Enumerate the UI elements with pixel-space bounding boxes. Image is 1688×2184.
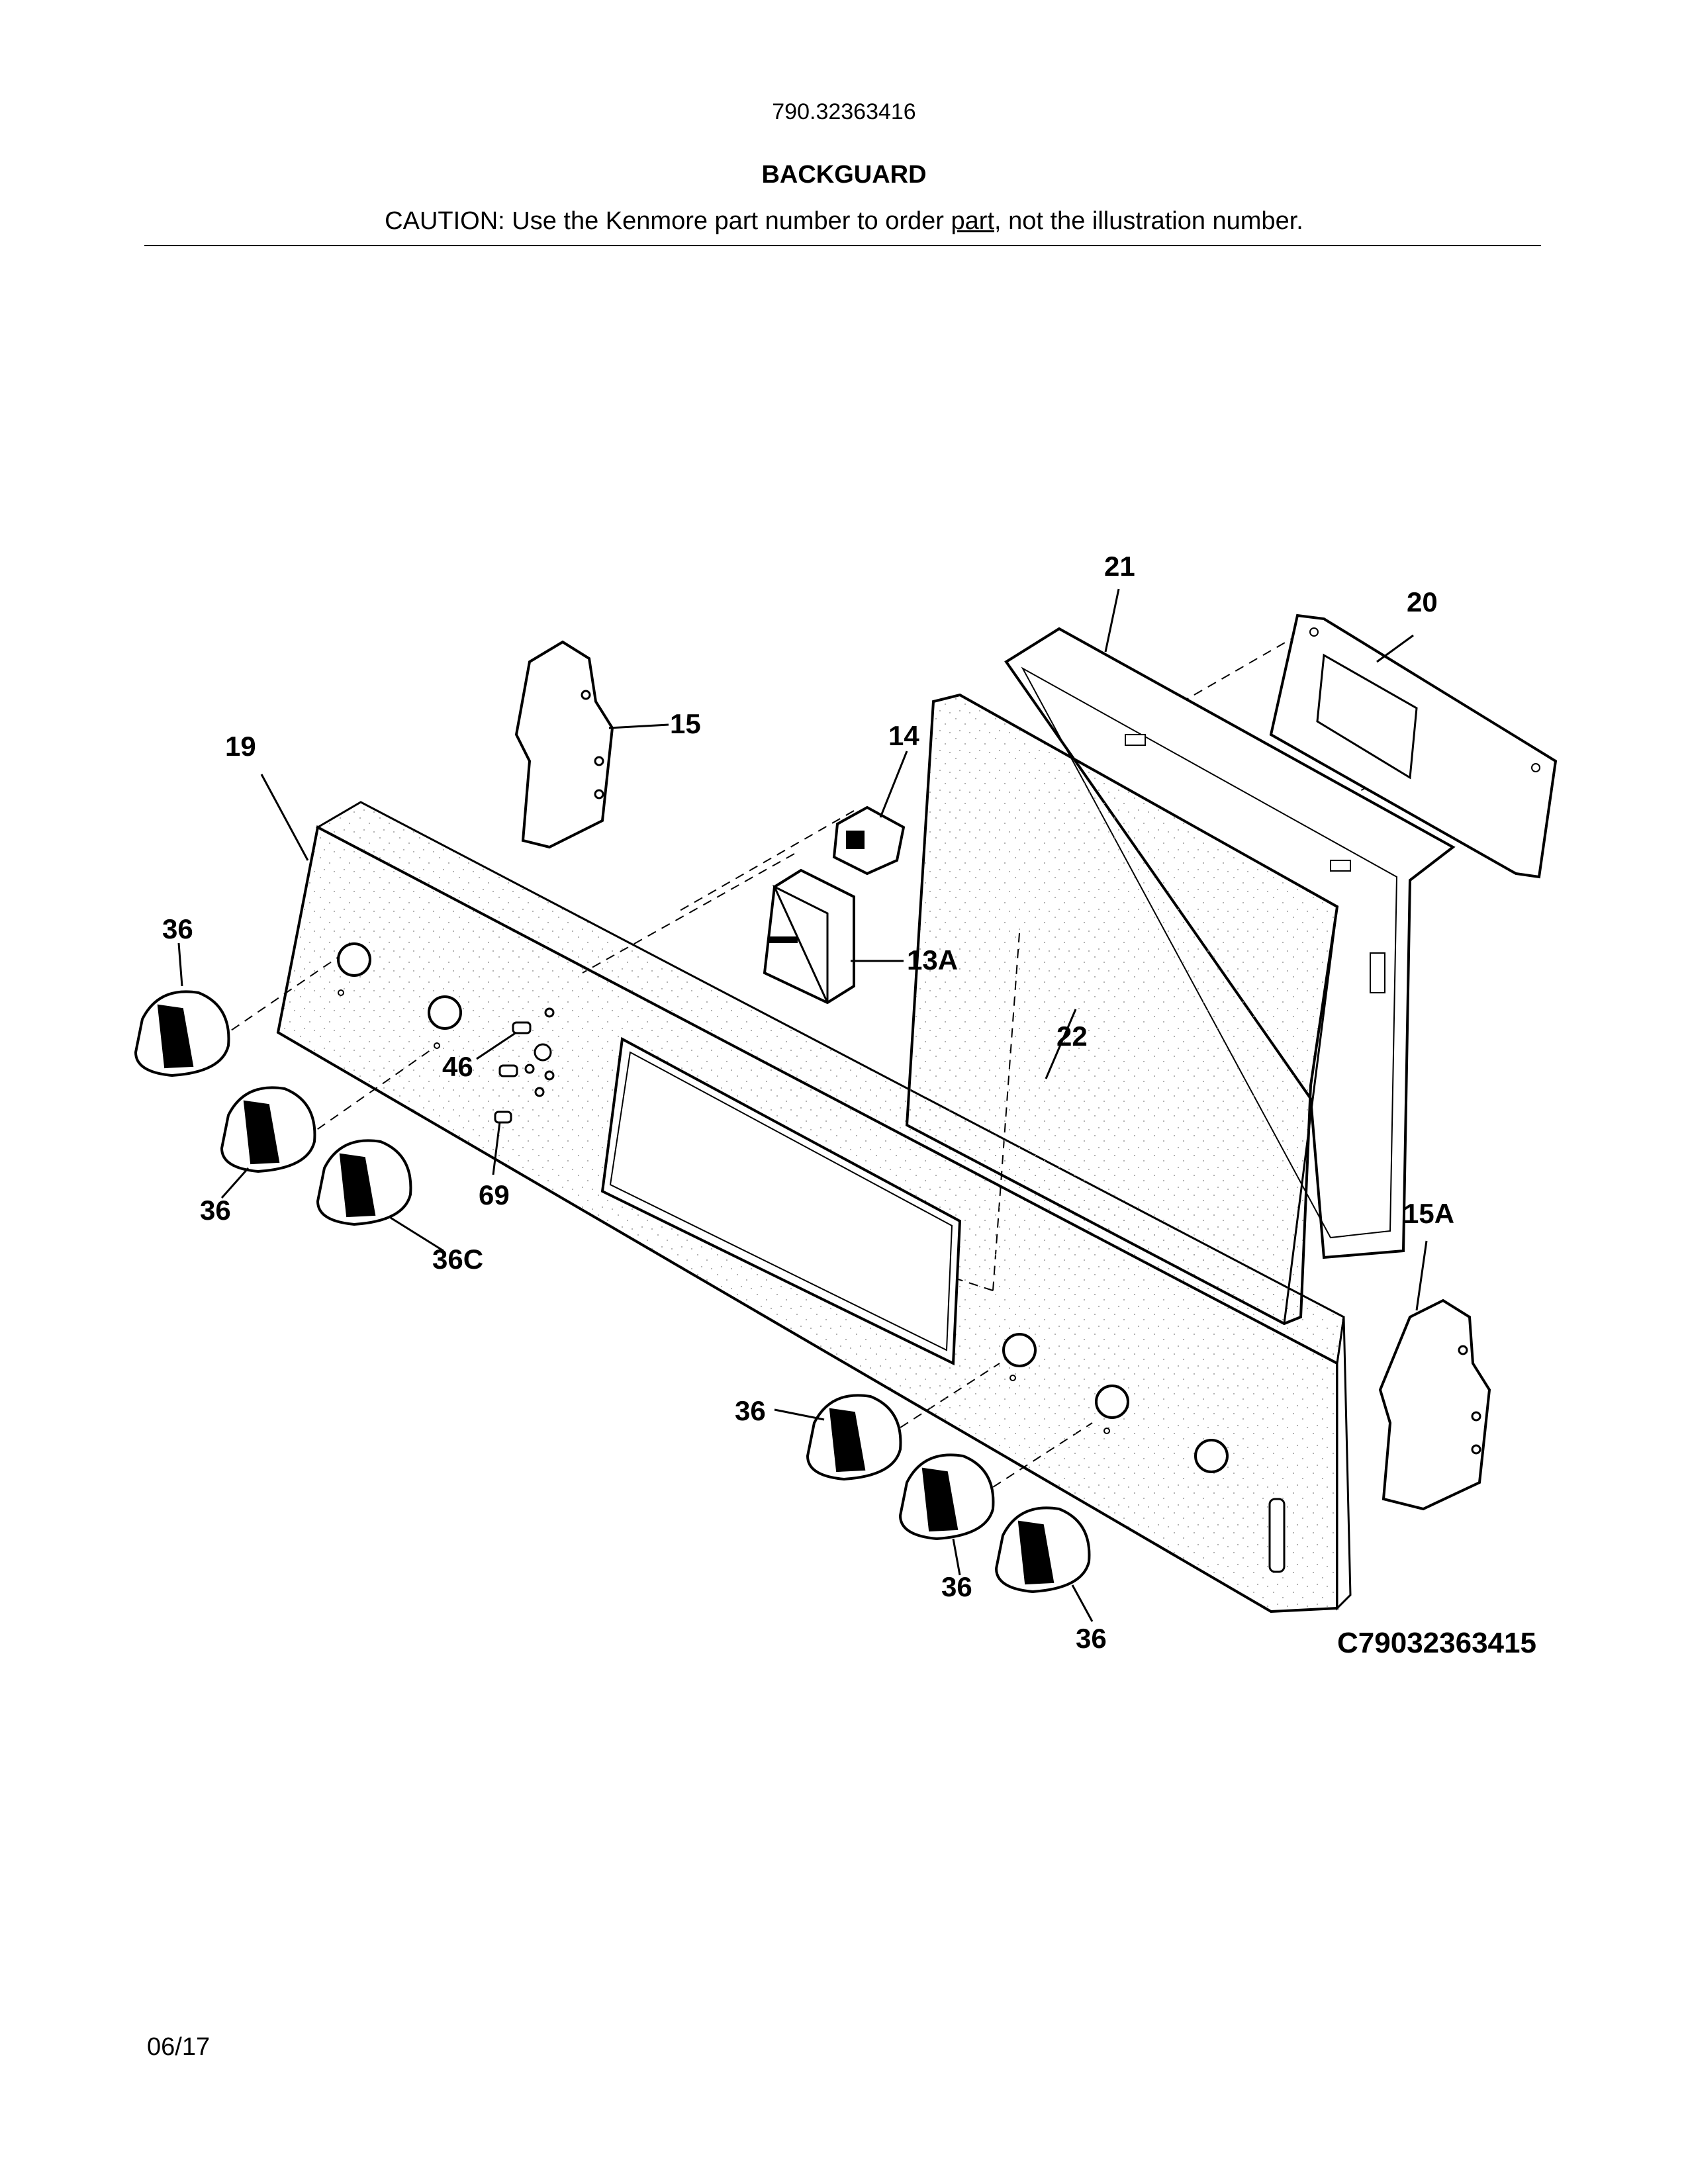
electronic-control-board — [1269, 614, 1558, 879]
knob-4 — [806, 1394, 902, 1481]
header-rule — [144, 245, 1541, 246]
switch-part — [832, 805, 906, 876]
knob-6 — [994, 1506, 1091, 1594]
control-overlay — [905, 693, 1339, 1326]
caution-note: CAUTION: Use the Kenmore part number to … — [0, 207, 1688, 236]
knob-3 — [316, 1139, 412, 1226]
caution-prefix: CAUTION: Use the Kenmore part number to … — [385, 207, 951, 235]
callout-13a: 13A — [907, 944, 958, 976]
infinite-switch — [763, 868, 855, 1005]
left-end-bracket — [514, 640, 614, 849]
callout-36-fifth: 36 — [1076, 1623, 1107, 1654]
callout-19: 19 — [225, 731, 256, 762]
right-end-bracket — [1378, 1298, 1491, 1511]
callout-leader-lines — [177, 588, 1428, 1622]
figure-id: C79032363415 — [1337, 1627, 1536, 1659]
footer-date: 06/17 — [147, 2033, 211, 2061]
callout-36c: 36C — [432, 1244, 483, 1275]
callout-69: 69 — [479, 1179, 510, 1210]
page-title: BACKGUARD — [761, 161, 927, 189]
knob-1 — [134, 990, 230, 1077]
callout-36-fourth: 36 — [941, 1571, 972, 1602]
model-number: 790.32363416 — [772, 99, 916, 124]
callout-15: 15 — [670, 708, 701, 739]
indicator-lights-screws — [494, 1007, 555, 1124]
callout-36-third: 36 — [735, 1395, 766, 1426]
callout-36-second: 36 — [200, 1195, 231, 1226]
backguard-panel — [276, 801, 1352, 1614]
callout-36-first: 36 — [162, 913, 193, 944]
callout-14: 14 — [888, 720, 919, 751]
callout-21: 21 — [1104, 551, 1135, 582]
control-knobs — [134, 990, 1091, 1594]
caution-underlined-word: part — [951, 207, 994, 235]
callout-15a: 15A — [1403, 1198, 1454, 1229]
callout-20: 20 — [1407, 586, 1438, 617]
callout-46: 46 — [442, 1051, 473, 1082]
knob-2 — [220, 1086, 316, 1173]
knob-5 — [898, 1453, 995, 1541]
caution-suffix: , not the illustration number. — [994, 207, 1303, 235]
callout-22: 22 — [1056, 1021, 1088, 1052]
